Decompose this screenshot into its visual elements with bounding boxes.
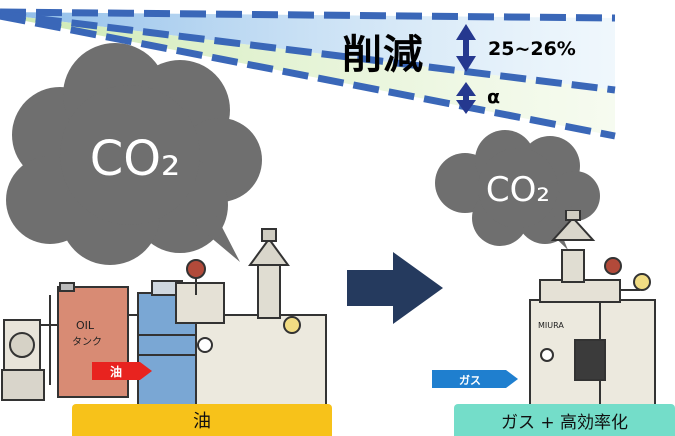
reduction-wedge — [0, 8, 616, 140]
range-arrow-alpha — [456, 82, 476, 114]
gas-co2-cloud: CO₂ — [435, 130, 600, 250]
range-arrow-25-26 — [456, 24, 476, 72]
oil-label-text: 油 — [193, 411, 211, 432]
gas-efficiency-dashed-line — [0, 12, 616, 140]
gas-label-text: ガス + 高効率化 — [500, 412, 629, 433]
reduction-range-label: 25~26% — [488, 38, 576, 60]
transition-arrow — [347, 252, 443, 324]
gas-boiler-illustration: MIURA — [529, 210, 656, 409]
tank-label-oil: OIL — [76, 319, 95, 332]
oil-fuel-tag-text: 油 — [110, 364, 122, 379]
gas-chimney — [561, 249, 585, 283]
oil-label-bar: 油 — [72, 404, 332, 436]
gas-label-bar: ガス + 高効率化 — [454, 404, 675, 436]
baseline-dashed-line — [0, 8, 616, 22]
gas-brand-text: MIURA — [538, 321, 564, 330]
reduction-label: 削減 — [342, 32, 424, 78]
alpha-label: α — [487, 86, 501, 108]
gas-fuel-tag: ガス — [432, 370, 518, 388]
tank-label-tank: タンク — [72, 336, 102, 348]
oil-fuel-tag: 油 — [92, 362, 152, 380]
oil-co2-text: CO₂ — [90, 131, 181, 187]
gas-dashed-line — [0, 10, 616, 94]
oil-chimney — [257, 262, 281, 319]
oil-boiler-illustration: OIL タンク — [1, 228, 327, 406]
oil-co2-cloud: CO₂ — [6, 43, 262, 265]
gas-fuel-tag-text: ガス — [459, 373, 481, 387]
gas-co2-text: CO₂ — [486, 170, 550, 210]
oil-boiler-body — [195, 314, 327, 406]
